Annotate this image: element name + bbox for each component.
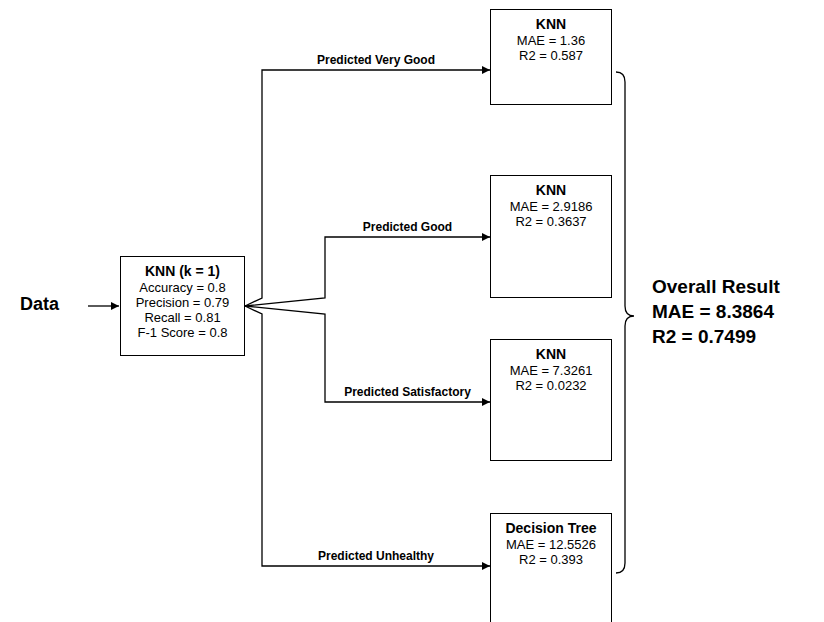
- metric-text: Recall = 0.81: [127, 310, 238, 325]
- edge-label: Predicted Very Good: [315, 53, 437, 67]
- input-arrow: [88, 305, 119, 306]
- branch-arrow: [245, 306, 490, 566]
- metric-text: Precision = 0.79: [127, 295, 238, 310]
- result-value: MAE = 8.3864: [652, 301, 774, 323]
- metric-text: R2 = 0.393: [497, 552, 605, 567]
- metric-text: F-1 Score = 0.8: [127, 325, 238, 340]
- curly-bracket: [616, 72, 634, 573]
- metric-text: R2 = 0.0232: [497, 378, 605, 393]
- model-name: KNN: [497, 346, 605, 363]
- regressor-box: KNNMAE = 2.9186R2 = 0.3637: [490, 175, 612, 298]
- metric-text: Accuracy = 0.8: [127, 280, 238, 295]
- edge-label: Predicted Unhealthy: [316, 549, 436, 563]
- metric-text: MAE = 2.9186: [497, 199, 605, 214]
- branch-arrow: [245, 70, 490, 306]
- metric-text: MAE = 1.36: [497, 33, 605, 48]
- edge-label: Predicted Satisfactory: [342, 385, 473, 399]
- regressor-box: Decision TreeMAE = 12.5526R2 = 0.393: [490, 513, 612, 622]
- branch-arrow: [245, 306, 490, 402]
- classifier-box: KNN (k = 1)Accuracy = 0.8Precision = 0.7…: [120, 256, 245, 356]
- metric-text: MAE = 12.5526: [497, 537, 605, 552]
- model-name: KNN (k = 1): [127, 263, 238, 280]
- regressor-box: KNNMAE = 7.3261R2 = 0.0232: [490, 339, 612, 461]
- branch-arrow: [245, 237, 490, 306]
- model-name: KNN: [497, 182, 605, 199]
- metric-text: MAE = 7.3261: [497, 363, 605, 378]
- input-label: Data: [20, 294, 59, 315]
- edge-label: Predicted Good: [361, 220, 454, 234]
- result-value: R2 = 0.7499: [652, 326, 756, 348]
- metric-text: R2 = 0.3637: [497, 214, 605, 229]
- model-name: KNN: [497, 16, 605, 33]
- regressor-box: KNNMAE = 1.36R2 = 0.587: [490, 9, 612, 105]
- result-heading: Overall Result: [652, 276, 780, 298]
- metric-text: R2 = 0.587: [497, 48, 605, 63]
- model-name: Decision Tree: [497, 520, 605, 537]
